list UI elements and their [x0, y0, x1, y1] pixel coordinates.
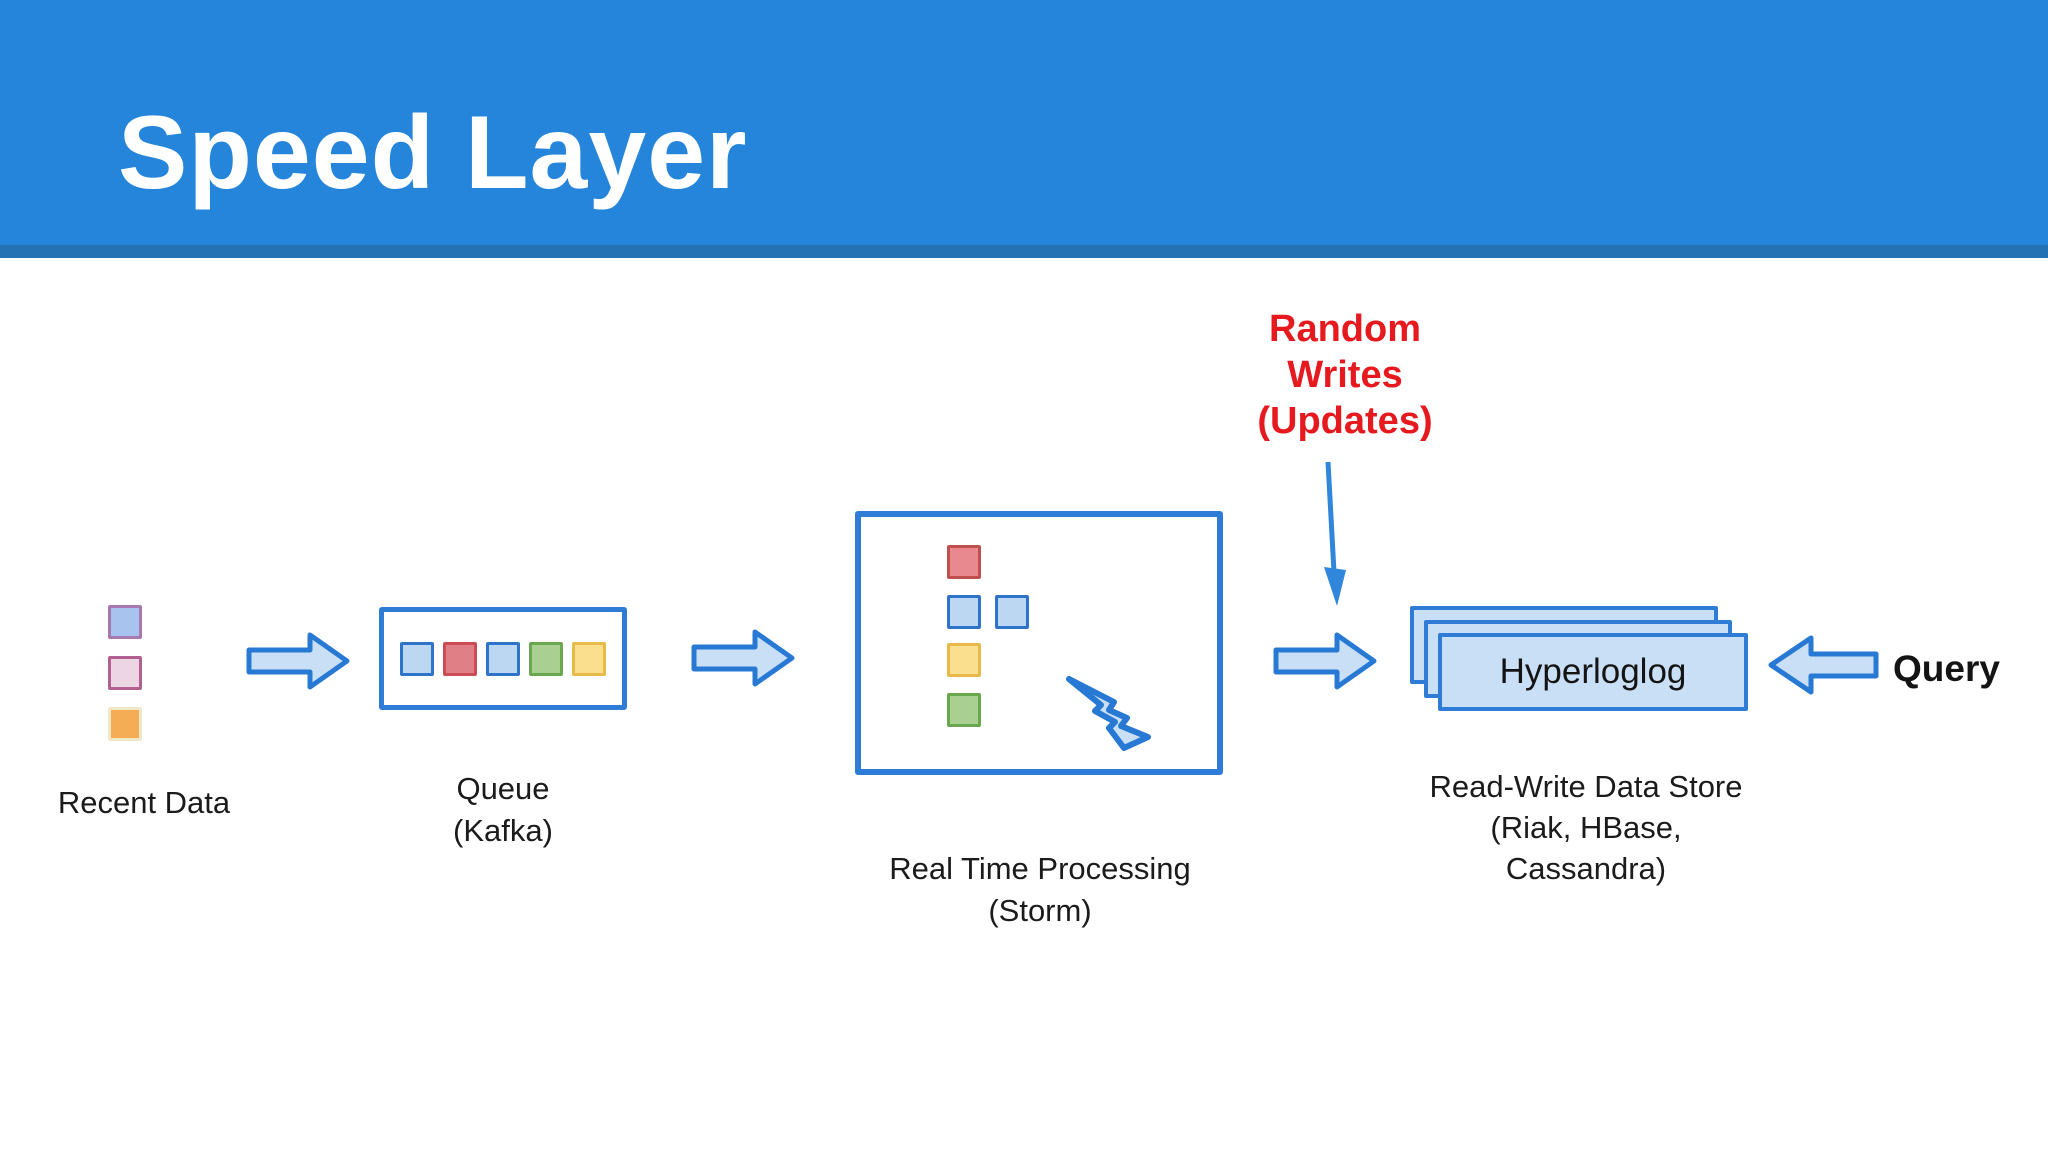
storm-square-blue-1: [947, 595, 981, 629]
hyperloglog-label: Hyperloglog: [1499, 652, 1687, 691]
datastore-label-line1: Read-Write Data Store: [1429, 769, 1743, 804]
queue-label-line1: Queue: [456, 771, 550, 806]
lightning-bolt-icon: [1066, 676, 1151, 751]
random-writes-line1: Random: [1269, 308, 1421, 350]
datastore-label-line3: Cassandra): [1505, 851, 1667, 886]
kafka-queue-box: [379, 607, 627, 710]
query-arrow-left: [1768, 635, 1879, 695]
queue-square-green: [529, 641, 563, 676]
storm-square-blue-2: [995, 595, 1029, 629]
queue-label-line2: (Kafka): [453, 813, 553, 848]
datastore-label: Read-Write Data Store (Riak, HBase, Cass…: [1396, 766, 1776, 889]
flow-arrow-right-3: [1273, 632, 1377, 690]
data-square-orange: [108, 707, 142, 741]
header-bar: Speed Layer: [0, 0, 2048, 258]
recent-data-squares: [108, 605, 142, 741]
flow-arrow-right-2: [691, 629, 795, 687]
random-writes-line3: (Updates): [1257, 400, 1433, 442]
query-label: Query: [1893, 648, 2000, 689]
storm-processing-box: [855, 511, 1223, 775]
storm-label: Real Time Processing (Storm): [820, 848, 1260, 932]
datastore-label-line2: (Riak, HBase,: [1490, 810, 1682, 845]
recent-data-label: Recent Data: [57, 785, 231, 820]
storm-square-green: [947, 693, 981, 727]
data-square-pink: [108, 656, 142, 690]
flow-arrow-right-1: [246, 632, 350, 690]
random-writes-line2: Writes: [1287, 354, 1403, 396]
storm-square-red: [947, 545, 981, 579]
queue-square-blue-1: [400, 641, 434, 676]
storm-label-line1: Real Time Processing: [889, 851, 1191, 886]
queue-square-red: [443, 641, 477, 676]
random-writes-arrow-down: [1324, 461, 1346, 606]
datastore-stack: Hyperloglog: [1410, 606, 1755, 721]
queue-square-yellow: [572, 641, 606, 676]
datastore-card-front: Hyperloglog: [1438, 633, 1748, 711]
storm-label-line2: (Storm): [988, 893, 1092, 928]
random-writes-label: Random Writes (Updates): [1230, 306, 1460, 444]
page-title: Speed Layer: [118, 95, 748, 211]
queue-label: Queue (Kafka): [379, 768, 627, 852]
queue-square-blue-2: [486, 641, 520, 676]
storm-square-yellow: [947, 643, 981, 677]
data-square-blue: [108, 605, 142, 639]
